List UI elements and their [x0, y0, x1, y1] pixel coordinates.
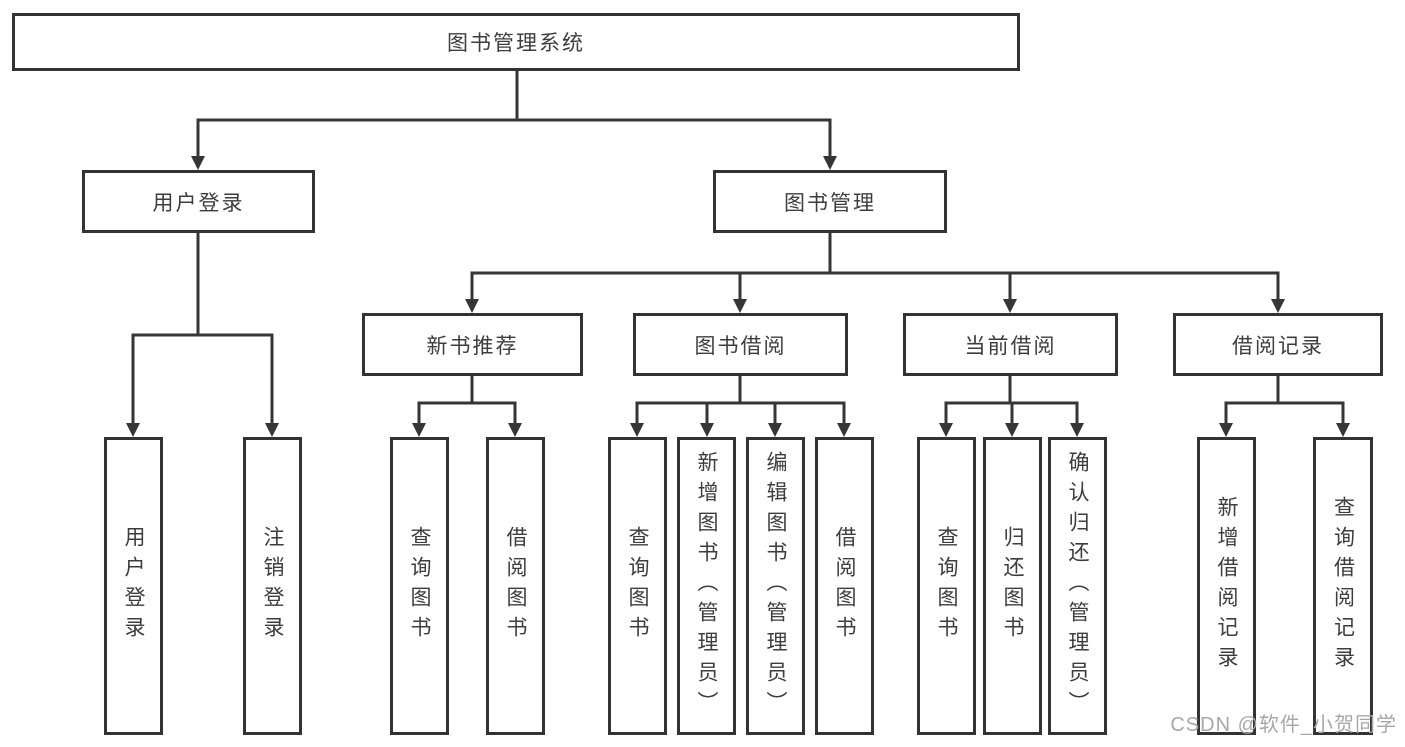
node-logout-action: 注销登录 [243, 437, 302, 735]
node-confirm-return-admin: 确认归还（管理员） [1048, 437, 1107, 735]
node-label: 借阅图书 [833, 526, 856, 646]
node-new-book-recommendation: 新书推荐 [362, 313, 583, 376]
node-label: 查询借阅记录 [1331, 496, 1355, 676]
csdn-watermark: CSDN @软件_小贺同学 [1170, 714, 1397, 736]
node-label: 用户登录 [122, 526, 145, 646]
node-borrow-books: 借阅图书 [815, 437, 874, 735]
node-label: 借阅图书 [504, 526, 527, 646]
node-borrow-books: 借阅图书 [486, 437, 545, 735]
node-label: 注销登录 [261, 526, 284, 646]
connector-arrows [126, 156, 1350, 437]
node-label: 查询图书 [408, 526, 431, 646]
node-book-management: 图书管理 [713, 170, 947, 233]
node-label: 查询图书 [626, 526, 649, 646]
node-label: 归还图书 [1001, 526, 1024, 646]
node-user-login: 用户登录 [82, 170, 315, 233]
node-label: 确认归还（管理员） [1066, 451, 1089, 721]
node-label: 编辑图书（管理员） [764, 451, 787, 721]
node-query-books: 查询图书 [917, 437, 976, 735]
node-borrowing-records: 借阅记录 [1173, 313, 1383, 376]
node-label: 新增借阅记录 [1215, 496, 1238, 676]
node-label: 新增图书（管理员） [695, 451, 718, 721]
node-add-borrow-record: 新增借阅记录 [1197, 437, 1256, 735]
node-library-management-system: 图书管理系统 [12, 13, 1020, 71]
node-book-borrowing: 图书借阅 [633, 313, 848, 376]
node-edit-books-admin: 编辑图书（管理员） [746, 437, 805, 735]
node-label: 查询图书 [935, 526, 958, 646]
node-return-books: 归还图书 [983, 437, 1042, 735]
node-query-borrow-record: 查询借阅记录 [1313, 437, 1373, 735]
node-query-books: 查询图书 [608, 437, 667, 735]
node-user-login-action: 用户登录 [104, 437, 163, 735]
node-query-books: 查询图书 [390, 437, 449, 735]
node-current-borrowing: 当前借阅 [903, 313, 1118, 376]
node-add-books-admin: 新增图书（管理员） [677, 437, 736, 735]
